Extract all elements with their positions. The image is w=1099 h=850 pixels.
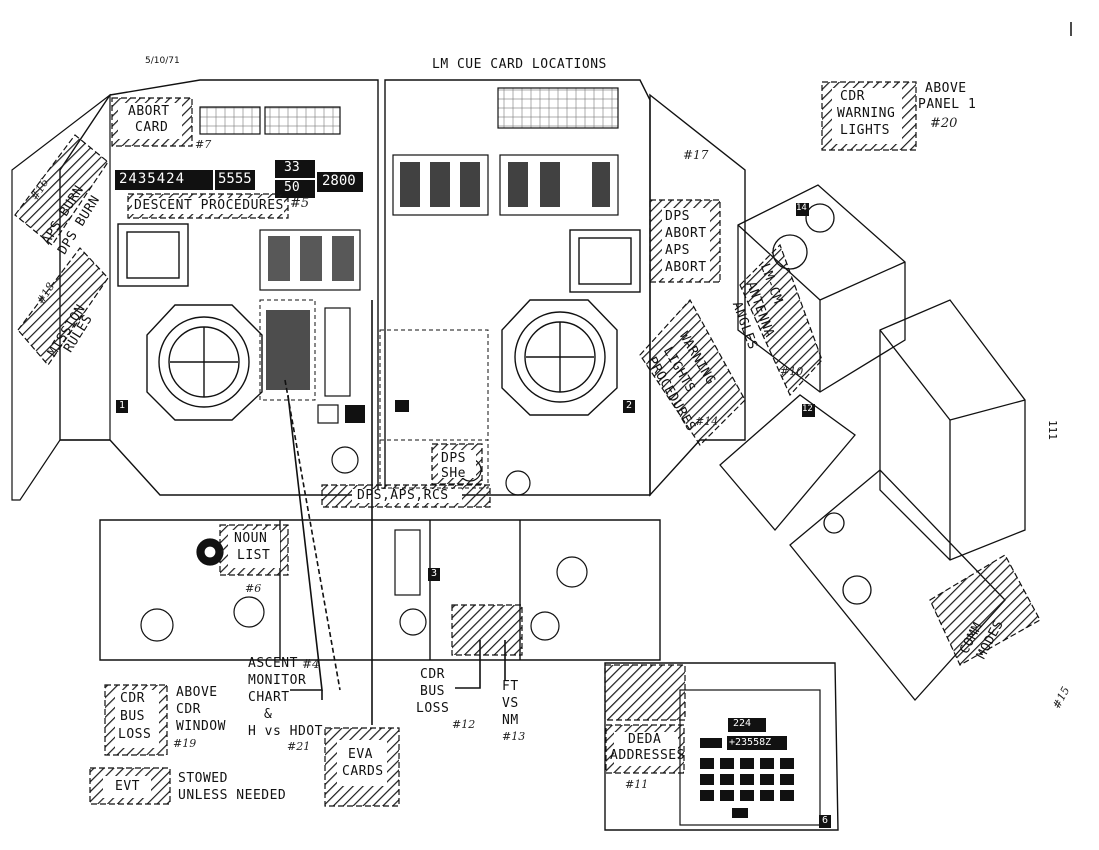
dps-she-line-1: DPS	[441, 451, 466, 466]
panel-number-badges	[116, 203, 831, 828]
document-date: 5/10/71	[145, 56, 180, 66]
cdr-bus-loss-panel-number: #12	[452, 718, 476, 731]
cdr-bus-loss-panel-line-2: BUS	[420, 684, 445, 699]
deda-readout-display: 224	[733, 718, 752, 729]
crt-right	[569, 229, 641, 293]
fdai-right	[501, 299, 618, 416]
noun-list-number: #6	[245, 582, 262, 595]
dps-aps-abort-line-1: DPS	[665, 209, 690, 224]
descent-procedures-label: DESCENT PROCEDURES	[134, 198, 284, 213]
ascent-monitor-line-4: &	[264, 707, 273, 722]
ascent-monitor-number-a: #4	[302, 657, 320, 671]
margin-mark: 111	[1046, 420, 1059, 440]
cdr-warning-lights-note-1: ABOVE	[925, 81, 967, 96]
propellant-display-b: 50	[284, 180, 300, 195]
abort-card-number: #7	[195, 138, 212, 151]
ascent-monitor-line-1: ASCENT	[248, 656, 298, 671]
ascent-monitor-line-2: MONITOR	[248, 673, 307, 688]
panel-1-outline	[59, 79, 379, 496]
cdr-warning-lights-note-2: PANEL 1	[918, 97, 977, 112]
deda-addresses-number: #11	[625, 778, 649, 791]
cdr-bus-loss-window-line-3: LOSS	[118, 727, 152, 742]
panel-lower	[99, 519, 661, 661]
noun-list-line-2: LIST	[237, 548, 271, 563]
warning-lights-number: #14	[695, 415, 719, 428]
cdr-warning-lights-line-2: WARNING	[837, 106, 896, 121]
cdr-bus-loss-window-note-1: ABOVE	[176, 685, 218, 700]
cdr-warning-lights-number: #20	[930, 116, 958, 131]
evt-label: EVT	[115, 779, 140, 794]
dps-aps-abort-line-3: APS	[665, 243, 690, 258]
deda-data-display: +23558Z	[729, 737, 772, 748]
panel-number-2: 2	[626, 400, 633, 411]
antenna-angles-number: #10	[780, 365, 804, 378]
eva-cards-line-1: EVA	[348, 747, 373, 762]
panel-2-outline	[384, 79, 746, 497]
fdai-left	[146, 304, 263, 421]
dashed-outlines	[259, 299, 489, 489]
cdr-bus-loss-window-line-2: BUS	[120, 709, 145, 724]
panel-right-comm-box	[879, 299, 1026, 561]
dps-she-line-2: SHe	[441, 466, 466, 481]
mission-timer-display: 2435424	[119, 171, 186, 187]
panel-number-6: 6	[822, 815, 829, 826]
ascent-monitor-number-b: #21	[287, 740, 311, 753]
dps-aps-abort-line-4: ABORT	[665, 260, 707, 275]
eva-cards-line-2: CARDS	[342, 764, 384, 779]
dps-aps-abort-number: #17	[683, 148, 709, 162]
ft-vs-nm-number: #13	[502, 730, 526, 743]
cdr-bus-loss-window-line-1: CDR	[120, 691, 145, 706]
propellant-display-a: 33	[284, 160, 300, 175]
event-timer-display: 5555	[218, 171, 252, 187]
readout-displays	[115, 160, 363, 198]
cue-card-hatches	[14, 81, 1041, 807]
ft-vs-nm-line-3: NM	[502, 713, 519, 728]
deda-addresses-line-1: DEDA	[628, 732, 662, 747]
dps-aps-abort-line-2: ABORT	[665, 226, 707, 241]
noun-list-line-1: NOUN	[234, 531, 268, 546]
crt-left	[117, 223, 189, 287]
range-display: 2800	[322, 173, 356, 189]
panel-12-box	[719, 394, 856, 532]
page-title: LM CUE CARD LOCATIONS	[432, 57, 607, 72]
abort-card-line-1: ABORT	[128, 104, 170, 119]
abort-card-line-2: CARD	[135, 120, 169, 135]
ascent-monitor-line-3: CHART	[248, 690, 290, 705]
ascent-monitor-line-5: H vs HDOT	[248, 724, 323, 739]
cdr-warning-lights-line-1: CDR	[840, 89, 865, 104]
cdr-bus-loss-panel-line-3: LOSS	[416, 701, 450, 716]
deda-addresses-line-2: ADDRESSES	[610, 748, 685, 763]
evt-note-2: UNLESS NEEDED	[178, 788, 287, 803]
gauge-blocks	[199, 87, 619, 596]
leader-lines	[284, 300, 506, 725]
cdr-bus-loss-panel-line-1: CDR	[420, 667, 445, 682]
cdr-bus-loss-window-number: #19	[173, 737, 197, 750]
panel-number-3: 3	[431, 568, 438, 579]
ft-vs-nm-line-2: VS	[502, 696, 519, 711]
descent-procedures-number: #5	[290, 196, 310, 211]
dps-aps-rcs-label: DPS,APS,RCS	[357, 488, 449, 503]
panel-left-wing	[11, 93, 111, 501]
cdr-warning-lights-line-3: LIGHTS	[840, 123, 890, 138]
evt-note-1: STOWED	[178, 771, 228, 786]
panel-number-14: 14	[796, 203, 807, 213]
panel-number-1: 1	[119, 400, 126, 411]
ft-vs-nm-line-1: FT	[502, 679, 519, 694]
panel-number-12: 12	[802, 404, 813, 414]
cdr-bus-loss-window-note-3: WINDOW	[176, 719, 226, 734]
cdr-bus-loss-window-note-2: CDR	[176, 702, 201, 717]
